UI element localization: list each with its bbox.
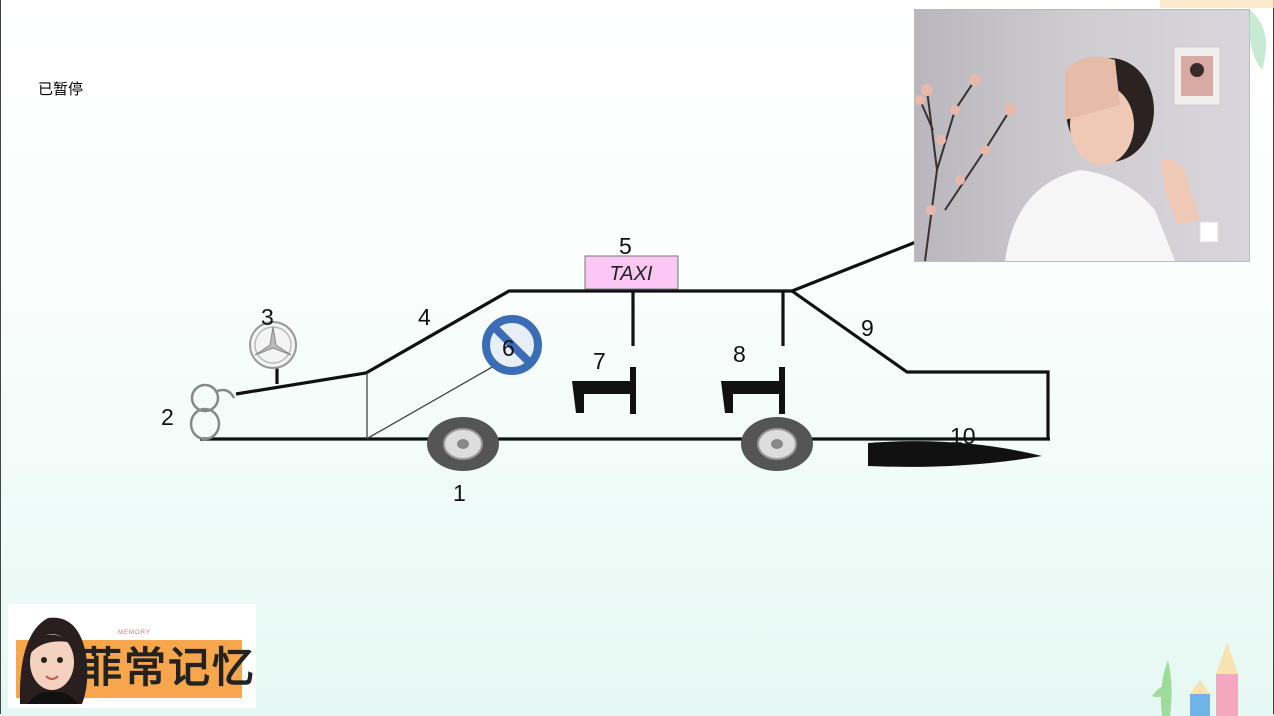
- label-5: 5: [619, 233, 632, 259]
- label-6: 6: [502, 335, 515, 361]
- logo-artwork: [16, 617, 242, 704]
- logo-avatar: [19, 617, 88, 704]
- no-sign-icon: [482, 315, 542, 375]
- corner-leaf-decoration-icon: [1160, 0, 1274, 70]
- brand-logo: MEMORY 菲常记忆: [8, 604, 256, 708]
- taxi-sign: [584, 255, 679, 290]
- car-outline: [200, 240, 1050, 441]
- label-8: 8: [733, 341, 746, 367]
- car-inner-lines: [366, 365, 495, 439]
- label-9: 9: [861, 315, 874, 341]
- taxi-sign-text: TAXI: [610, 263, 653, 285]
- car-antenna-line: [791, 240, 917, 293]
- label-7: 7: [593, 348, 606, 374]
- presenter-video-frame: [915, 10, 1249, 261]
- seat-front-icon: [572, 367, 636, 414]
- label-4: 4: [418, 304, 431, 330]
- wheel-front-icon: [427, 417, 499, 471]
- label-2: 2: [161, 404, 174, 430]
- logo-memory-word: MEMORY: [118, 630, 151, 636]
- corner-pencil-decoration-icon: [1152, 642, 1238, 716]
- glasses-sketch-icon: [189, 383, 236, 441]
- label-1: 1: [453, 480, 466, 506]
- door-diagonal-line: [367, 365, 495, 439]
- blade-shape-icon: [868, 441, 1042, 467]
- wheel-rear-icon: [741, 417, 813, 471]
- seat-rear-icon: [721, 367, 785, 414]
- paused-status: 已暂停: [38, 80, 84, 98]
- car-front-roof-line: [235, 289, 792, 396]
- label-3: 3: [261, 304, 274, 330]
- label-10: 10: [950, 423, 976, 449]
- car-rear-line: [791, 289, 1050, 438]
- star-emblem-icon: [249, 321, 297, 369]
- webcam-video[interactable]: [914, 9, 1250, 262]
- logo-text: 菲常记忆: [80, 643, 257, 692]
